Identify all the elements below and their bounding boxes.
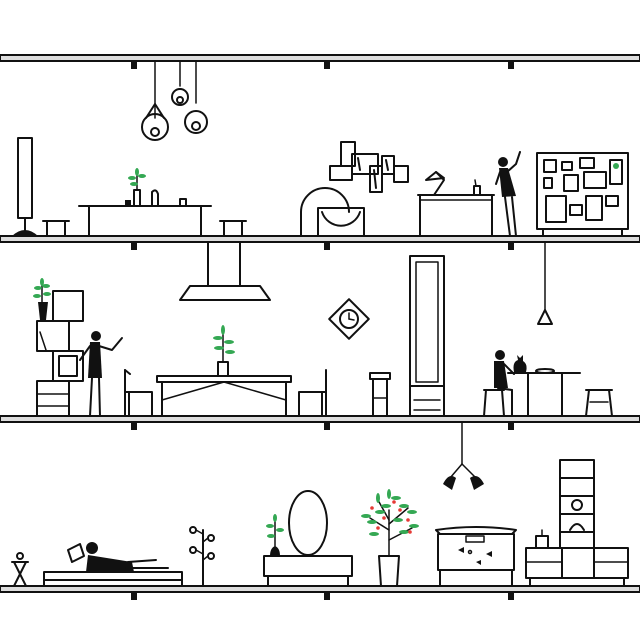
shelf-plant <box>33 278 51 320</box>
arch-armchair <box>300 187 365 237</box>
range-hood <box>179 241 271 301</box>
bottom-floor <box>11 421 629 587</box>
dining-chair-left <box>124 369 153 417</box>
bookcase-credenza <box>525 459 629 587</box>
leaf <box>135 168 139 176</box>
berry <box>376 526 380 530</box>
berry <box>398 508 402 512</box>
desk-lamp <box>425 171 445 196</box>
dining-chair-right <box>298 369 327 417</box>
corner-stool <box>585 389 613 417</box>
desk-cup <box>473 179 481 196</box>
pendant-globe <box>171 88 189 106</box>
cafe-stool <box>483 389 505 417</box>
clock-face <box>339 309 359 329</box>
daybed <box>43 571 183 587</box>
pin <box>613 163 619 169</box>
dining-table-long <box>156 375 292 417</box>
berry <box>370 506 374 510</box>
pendant-lamps <box>141 60 208 141</box>
table-decor <box>125 189 187 207</box>
berry <box>392 500 396 504</box>
vanity-vase <box>266 514 284 556</box>
berry <box>408 530 412 534</box>
cafe-table <box>507 368 581 417</box>
tall-wardrobe <box>409 255 445 417</box>
desk <box>417 194 495 237</box>
pendant-bell-lamps <box>443 421 484 490</box>
table-bench <box>219 220 247 237</box>
table-vase <box>213 325 235 377</box>
table-vase-plant <box>128 168 146 207</box>
side-table-x <box>11 552 29 587</box>
beam-stubs <box>131 61 514 600</box>
side-stool <box>42 220 70 237</box>
wall-clock <box>328 298 370 340</box>
slab-bottom-floor <box>0 585 640 593</box>
floor-slabs <box>0 54 640 600</box>
leaf <box>138 174 146 178</box>
aquarium-cabinet <box>435 526 517 587</box>
cat <box>513 355 527 372</box>
top-floor <box>12 60 629 237</box>
wall-shelf-cubes <box>329 141 409 193</box>
middle-floor <box>33 241 613 417</box>
bar-stool <box>369 372 391 417</box>
berry <box>406 518 410 522</box>
leaf <box>128 176 136 180</box>
coat-rack <box>189 526 215 587</box>
berry <box>382 516 386 520</box>
potted-tree <box>361 489 419 587</box>
cube-bookshelf <box>36 290 84 417</box>
pendant-globe <box>184 110 208 134</box>
dining-table <box>78 205 212 237</box>
pinboard-cabinet <box>536 152 629 237</box>
reaching-person <box>79 331 123 417</box>
floor-lamp <box>12 137 38 236</box>
ceiling-slab <box>0 54 640 62</box>
leaf <box>130 182 138 186</box>
pendant-globe <box>141 113 169 141</box>
slab-middle-floor <box>0 415 640 423</box>
reclining-reader <box>67 542 169 572</box>
pendant-cone-lamp <box>537 241 553 325</box>
vanity-mirror <box>263 490 353 587</box>
standing-person <box>495 151 521 237</box>
